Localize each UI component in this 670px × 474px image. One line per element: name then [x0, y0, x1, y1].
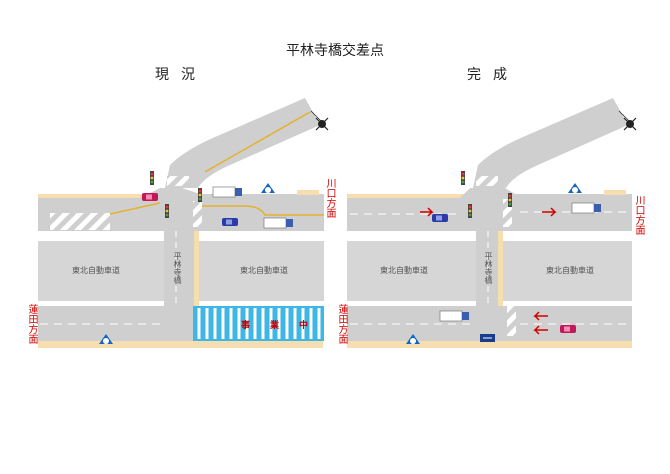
expressway-block-right-b: [503, 241, 632, 301]
sidewalk-bottom-right: [347, 341, 632, 348]
kawaguchi-label-after: 川口方面: [633, 195, 644, 235]
upper-road-after: [347, 188, 632, 231]
hasuda-label-before: 蓮田方面: [26, 304, 37, 344]
expressway-label-before-b: 東北自動車道: [240, 266, 288, 275]
panel-title-after: 完成: [467, 67, 519, 83]
panel-before: [38, 98, 329, 348]
expressway-label-before-a: 東北自動車道: [72, 266, 120, 275]
expressway-block-left-a: [38, 241, 164, 301]
bridge-label-after: 平林寺橋: [484, 252, 493, 284]
diagram-title: 平林寺橋交差点: [286, 43, 384, 59]
expressway-label-after-b: 東北自動車道: [546, 266, 594, 275]
expressway-block-left-b: [199, 241, 324, 301]
panel-after: [347, 98, 637, 348]
construction-label: 事業中: [241, 321, 329, 331]
sidewalk-bottom-left: [38, 341, 323, 348]
expressway-label-after-a: 東北自動車道: [380, 266, 428, 275]
bridge-label-before: 平林寺橋: [173, 252, 182, 284]
ne-road-after: [473, 98, 628, 188]
hasuda-label-after: 蓮田方面: [336, 304, 347, 344]
ne-road-before: [165, 98, 320, 188]
kawaguchi-label-before: 川口方面: [324, 178, 335, 218]
panel-title-before: 現況: [155, 67, 207, 83]
expressway-block-right-a: [347, 241, 476, 301]
